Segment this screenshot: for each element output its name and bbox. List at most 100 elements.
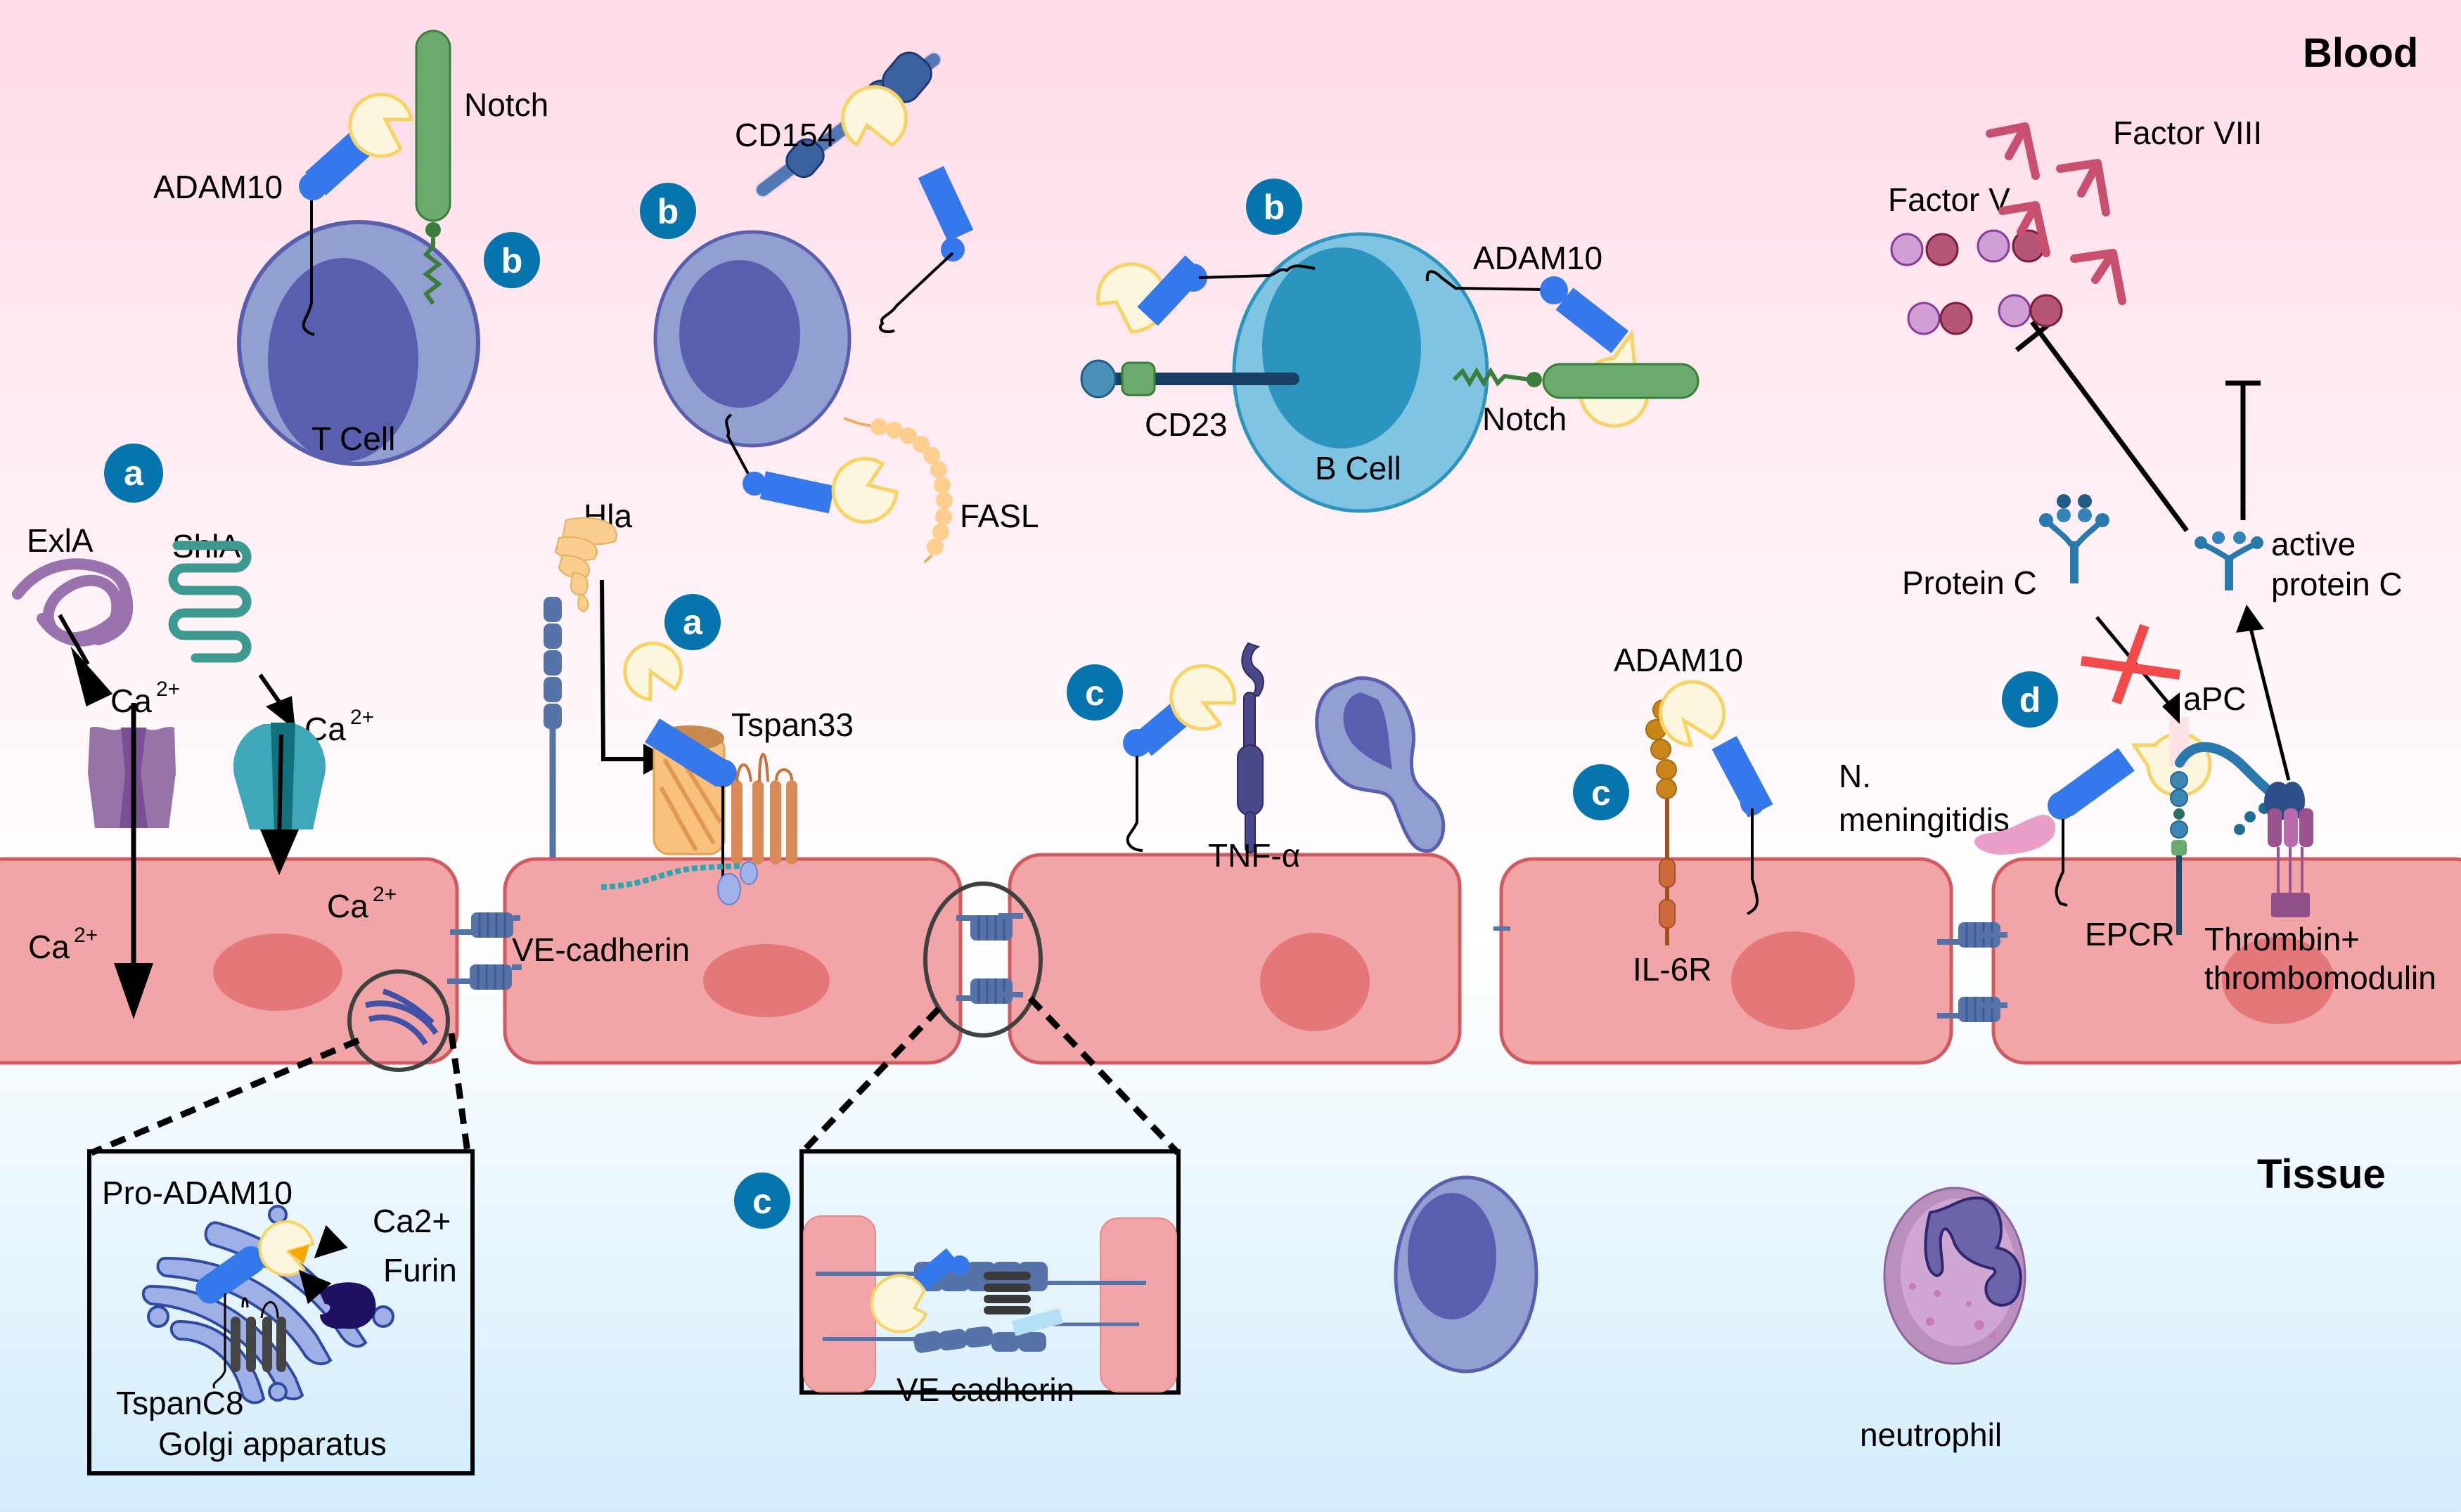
factor-viii-icon [1986,122,2126,305]
shla-pore-channel-icon [233,723,326,829]
exla-toxin-icon [12,558,134,647]
svg-text:Ca: Ca [327,888,368,924]
svg-text:b: b [501,241,523,280]
ve-cadherin-junction-1 [447,911,522,991]
hla-toxin-icon [554,517,617,613]
cytoskeleton-chain [600,863,746,890]
il6r-adam10-label: ADAM10 [1614,642,1743,678]
epcr-icon [2170,771,2188,935]
svg-text:Ca: Ca [28,929,70,965]
nucleus-3 [1260,933,1370,1031]
neutrophil-icon [1883,1187,2026,1365]
svg-text:2+: 2+ [74,924,98,947]
zoom-line-junction-left [799,1006,942,1156]
junction-inset: VE-cadherin [799,1149,1181,1408]
label-tspan33: Tspan33 [731,706,854,743]
ve-cadherin-junction-3 [1937,921,2007,1023]
golgi-label-tspanc8: TspanC8 [116,1385,244,1421]
svg-text:c: c [1085,673,1105,713]
ve-cadherin-junction-2 [956,913,1023,1005]
adapter-protein-2 [740,861,758,885]
label-ve-cadherin: VE-cadherin [512,931,690,968]
arrowhead-active-protein-c [2236,605,2264,633]
t-cell-notch-label: Notch [464,86,548,123]
junction-zoom-circle [923,881,1043,1038]
pathogen-label-line2: meningitidis [1839,801,2010,838]
badge-c-tnf: c [1067,664,1123,721]
factor-v-label: Factor V [1888,181,2010,218]
endothelial-cell-4 [1499,857,1953,1065]
arrow-hla-to-pore [600,579,647,761]
arrow-furin [299,1269,332,1305]
shla-toxin-icon [168,541,252,663]
badge-b-tcell: b [484,232,540,288]
n-meningitidis-icon [1974,815,2056,855]
b-cell-adam10-label: ADAM10 [1473,240,1602,276]
epcr-label: EPCR [2085,916,2175,952]
factor-v-icon [1890,229,2063,335]
t-cell-notch [415,30,451,305]
badge-b-middle: b [640,183,696,239]
golgi-label-ca: Ca2+ [373,1203,451,1239]
toxin-label-exla: ExlA [27,522,94,559]
b-cell-adam10-left [1096,255,1316,334]
b-cell: B Cell [1232,232,1489,513]
svg-text:b: b [657,192,679,231]
svg-text:2+: 2+ [350,706,374,729]
arrow-exla [58,614,90,666]
pro-adam10-icon [195,1220,315,1304]
cleaved-ve-cadherin [913,1326,1046,1353]
t-cell-label: T Cell [311,420,395,457]
endothelial-cell-3 [1008,853,1462,1065]
zoom-line-golgi-right [448,1033,471,1154]
adam10-tspan33-icon [623,641,737,879]
b-cell-label: B Cell [1315,450,1401,486]
inhibition-line-factor-v [2030,320,2189,533]
il6r-adam10 [1659,680,1773,915]
factor-viii-label: Factor VIII [2113,115,2262,151]
badge-a-hla: a [664,594,721,650]
b-cell-notch [1452,363,1699,399]
active-protein-c-icon [2195,531,2263,590]
t-cell: T Cell [237,220,480,466]
arrowhead-protein-c [2162,692,2180,724]
active-protein-c-label-line2: protein C [2271,566,2403,602]
cleaved-fragment [1011,1308,1063,1336]
badge-c-inset: c [734,1172,790,1229]
furin-icon [320,1282,376,1329]
fasl-icon [843,417,953,564]
arrowhead-ca-influx-2 [260,829,299,875]
badge-c-il6r: c [1573,764,1629,820]
lymphocyte-middle [653,230,852,448]
ve-cadherin-receptor-icon [544,597,562,858]
protein-c-icon [2039,494,2109,583]
fasl-label: FASL [960,498,1039,534]
region-label-blood: Blood [2303,30,2418,76]
zoom-line-junction-right [1027,995,1181,1156]
tnf-alpha-label: TNF-α [1208,837,1300,874]
tspanc8-loops [212,1293,279,1389]
svg-text:b: b [1264,188,1285,227]
nucleus-5 [2222,937,2334,1024]
tspan33-icon [731,753,797,865]
cd154-label: CD154 [735,117,835,153]
golgi-label-furin: Furin [383,1252,457,1288]
il6r-label: IL-6R [1633,951,1711,988]
arrowhead-ca-influx-1 [114,963,153,1019]
inset-tspan [984,1272,1031,1314]
badge-a-left: a [104,444,163,503]
lymphocyte-tissue [1394,1175,1538,1374]
region-label-tissue: Tissue [2257,1151,2386,1197]
svg-text:d: d [2019,680,2041,720]
inset-adam10 [870,1248,970,1333]
complex-label-line2: thrombomodulin [2204,959,2436,996]
middle-adam10-lower [725,413,899,524]
badge-d: d [2002,671,2058,728]
complex-label-line1: Thrombin+ [2204,921,2360,957]
golgi-mini-icon [365,988,439,1046]
arrowhead-shla [266,696,295,730]
nucleus-2 [703,944,830,1017]
golgi-zoom-circle [347,969,450,1072]
active-protein-c-label-line1: active [2271,526,2356,562]
